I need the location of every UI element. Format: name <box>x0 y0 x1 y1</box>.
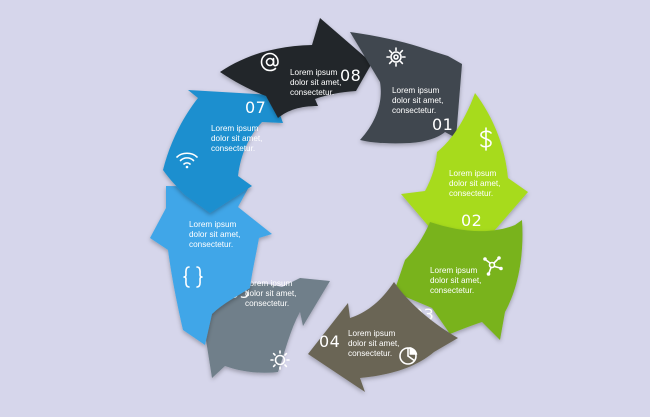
segment-number-08: 08 <box>340 66 361 85</box>
segment-text-06-line3: consectetur. <box>189 240 233 249</box>
network-icon <box>483 256 503 276</box>
segment-text-08-line2: dolor sit amet, <box>290 78 341 87</box>
arrow-shape-01 <box>350 32 462 144</box>
segment-text-07-line2: dolor sit amet, <box>211 134 262 143</box>
curly-braces-icon <box>183 266 203 288</box>
arrow-shape-05 <box>205 278 330 378</box>
segment-text-01-line2: dolor sit amet, <box>392 96 443 105</box>
arrow-shape-04 <box>308 282 458 392</box>
segment-number-07: 07 <box>245 98 266 117</box>
segment-text-03-line3: consectetur. <box>430 286 474 295</box>
segment-text-07-line3: consectetur. <box>211 144 255 153</box>
segment-text-03-line1: Lorem ipsum <box>430 266 478 275</box>
segment-08: 08 Lorem ipsum dolor sit amet, consectet… <box>220 18 372 118</box>
segment-02: 02 Lorem ipsum dolor sit amet, consectet… <box>401 93 528 238</box>
segment-text-06-line2: dolor sit amet, <box>189 230 240 239</box>
segment-01: 01 Lorem ipsum dolor sit amet, consectet… <box>350 32 462 144</box>
segment-text-05-line3: consectetur. <box>245 299 289 308</box>
segment-number-01: 01 <box>432 115 453 134</box>
segment-text-02-line2: dolor sit amet, <box>449 179 500 188</box>
segment-number-04: 04 <box>319 332 340 351</box>
segment-text-02-line1: Lorem ipsum <box>449 169 497 178</box>
segment-text-03-line2: dolor sit amet, <box>430 276 481 285</box>
segment-text-06-line1: Lorem ipsum <box>189 220 237 229</box>
segment-text-02-line3: consectetur. <box>449 189 493 198</box>
segment-text-01-line3: consectetur. <box>392 106 436 115</box>
segment-text-04-line2: dolor sit amet, <box>348 339 399 348</box>
wifi-icon <box>176 152 198 169</box>
segment-04: 04 Lorem ipsum dolor sit amet, consectet… <box>308 282 458 392</box>
dollar-icon <box>480 127 492 151</box>
arrow-shape-03 <box>394 220 523 340</box>
segment-05: 05 Lorem ipsum dolor sit amet, consectet… <box>205 278 330 378</box>
arrow-shape-06 <box>150 185 272 345</box>
segment-text-08-line1: Lorem ipsum <box>290 68 338 77</box>
arrow-shape-02 <box>401 93 528 238</box>
segment-text-05-line2: dolor sit amet, <box>245 289 296 298</box>
pie-chart-icon <box>399 347 418 365</box>
segment-number-02: 02 <box>461 211 482 230</box>
segment-text-04-line3: consectetur. <box>348 349 392 358</box>
segment-text-07-line1: Lorem ipsum <box>211 124 259 133</box>
segment-text-01-line1: Lorem ipsum <box>392 86 440 95</box>
segment-text-04-line1: Lorem ipsum <box>348 329 396 338</box>
segment-text-05-line1: Lorem ipsum <box>245 279 293 288</box>
sun-icon <box>270 350 290 370</box>
arrow-shape-08 <box>220 18 372 118</box>
segment-07: 07 Lorem ipsum dolor sit amet, consectet… <box>163 90 283 213</box>
segment-text-08-line3: consectetur. <box>290 88 334 97</box>
at-sign-icon <box>260 52 279 72</box>
gear-icon <box>386 47 406 67</box>
arrow-shape-07 <box>163 90 283 213</box>
